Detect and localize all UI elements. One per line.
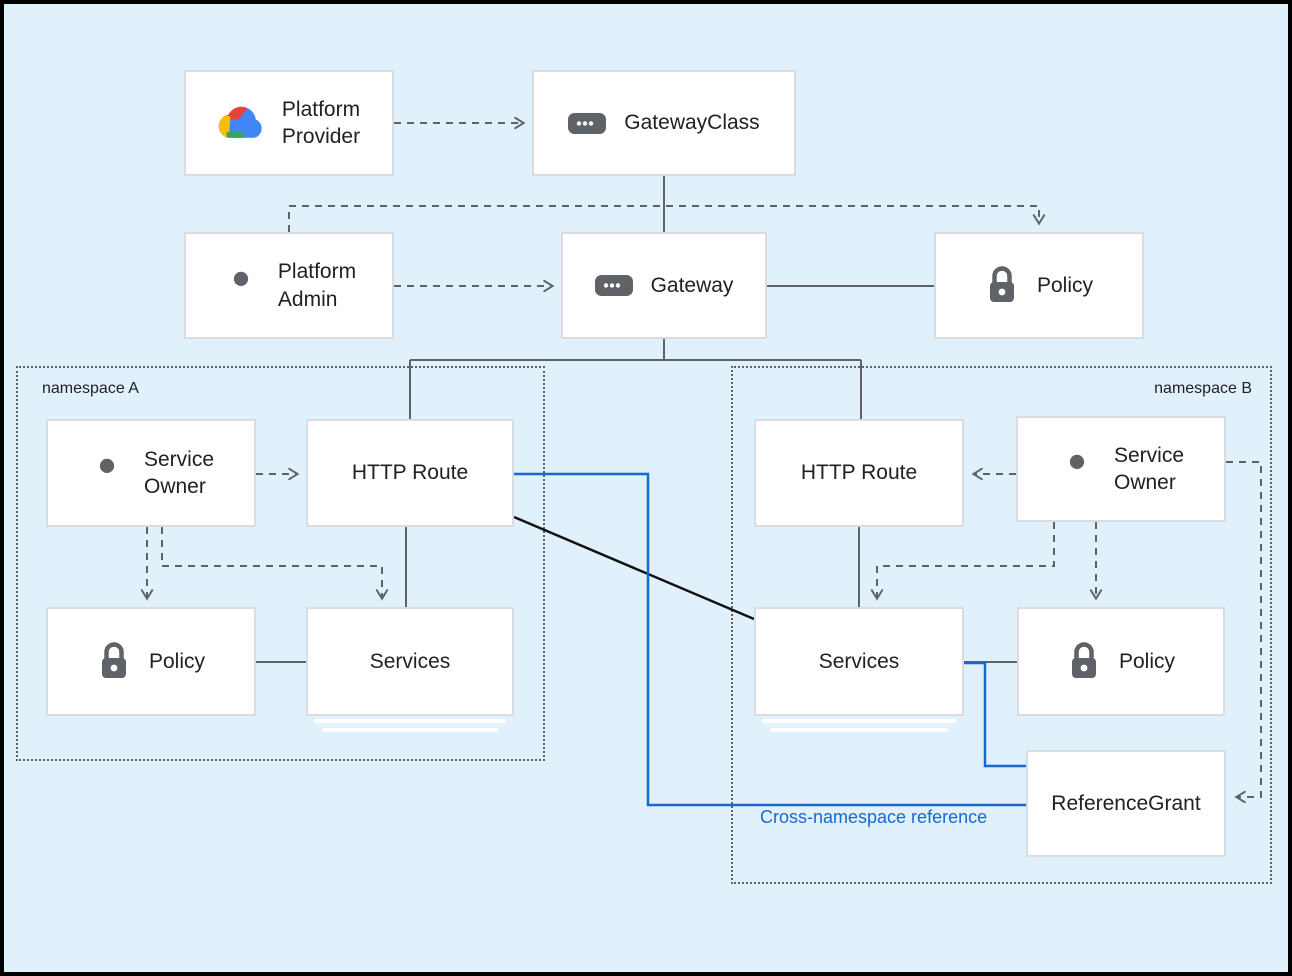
node-label: Policy xyxy=(1036,273,1094,297)
node-label: HTTP Route xyxy=(800,461,918,485)
lock-icon xyxy=(1067,641,1101,682)
resource-pill-icon xyxy=(594,275,633,296)
namespace-a-label: namespace A xyxy=(42,380,139,397)
services-stack-line xyxy=(770,728,948,732)
node-policy-b: Policy xyxy=(1017,607,1225,716)
node-referencegrant: ReferenceGrant xyxy=(1026,750,1226,857)
node-http-route-a: HTTP Route xyxy=(306,419,514,527)
node-label: Policy xyxy=(148,649,206,673)
node-label: Gateway xyxy=(650,273,734,297)
edge-owner-a-services-a xyxy=(161,527,389,601)
node-label: ReferenceGrant xyxy=(1051,791,1201,815)
node-gateway: Gateway xyxy=(561,232,767,339)
node-policy-a: Policy xyxy=(46,607,256,716)
node-label: Service Owner xyxy=(143,447,215,498)
node-label: Services xyxy=(369,649,451,673)
edge-httproute-a-services-b xyxy=(513,515,755,621)
person-icon xyxy=(88,454,126,492)
namespace-b-boundary: namespace B xyxy=(731,366,1272,884)
edge-owner-b-referencegrant xyxy=(1226,461,1262,804)
node-service-owner-b: Service Owner xyxy=(1016,416,1226,522)
google-cloud-logo xyxy=(218,104,264,142)
node-services-a: Services xyxy=(306,607,514,732)
services-stack-line xyxy=(322,728,498,732)
node-services-b: Services xyxy=(754,607,964,732)
node-label: Services xyxy=(818,649,900,673)
namespace-a-boundary: namespace A xyxy=(16,366,545,761)
node-label: Policy xyxy=(1118,649,1176,673)
node-platform-provider: Platform Provider xyxy=(184,70,394,176)
node-label: GatewayClass xyxy=(624,111,760,135)
node-http-route-b: HTTP Route xyxy=(754,419,964,527)
edge-owner-b-services-b xyxy=(870,522,1055,601)
node-label: Service Owner xyxy=(1113,443,1185,494)
edge-services-b-referencegrant xyxy=(964,661,1026,768)
lock-icon xyxy=(985,265,1019,306)
node-label: Platform Provider xyxy=(281,97,361,148)
node-policy-top: Policy xyxy=(934,232,1144,339)
person-icon xyxy=(1058,450,1096,488)
lock-icon xyxy=(97,641,131,682)
node-gatewayclass: GatewayClass xyxy=(532,70,796,176)
node-service-owner-a: Service Owner xyxy=(46,419,256,527)
edge-admin-policy xyxy=(288,205,1046,232)
services-stack-line xyxy=(762,719,956,723)
cross-namespace-reference-label: Cross-namespace reference xyxy=(760,807,988,827)
node-platform-admin: Platform Admin xyxy=(184,232,394,339)
edge-gateway-httproutes xyxy=(409,339,862,419)
node-label: HTTP Route xyxy=(351,461,469,485)
node-label: Platform Admin xyxy=(277,260,357,311)
namespace-b-label: namespace B xyxy=(1154,380,1252,397)
edge-cross-namespace-reference xyxy=(514,472,1026,807)
person-icon xyxy=(222,267,260,305)
connector-layer xyxy=(140,116,1262,807)
resource-pill-icon xyxy=(568,112,607,134)
services-stack-line xyxy=(314,719,506,723)
